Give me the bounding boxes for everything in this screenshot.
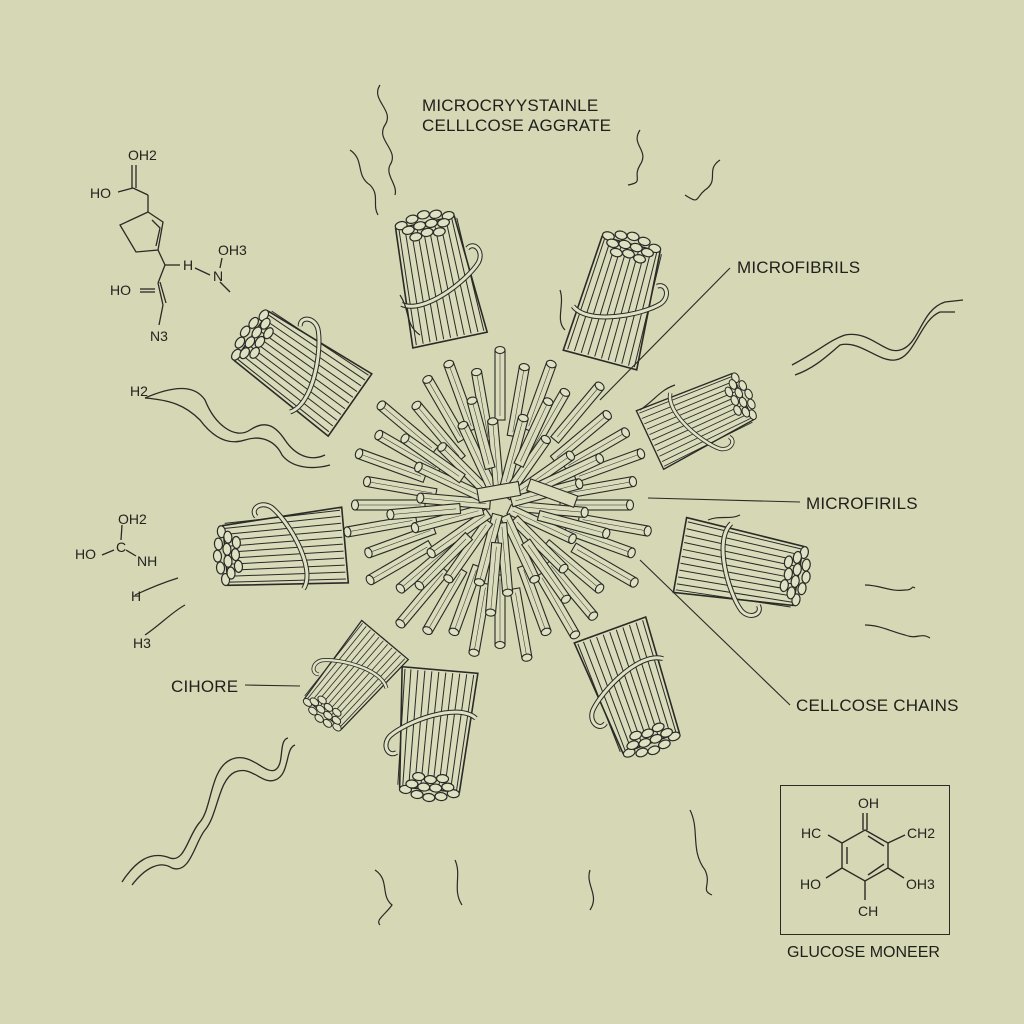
helix-label-h2: H2 bbox=[130, 383, 148, 399]
chem-h-bridge: H bbox=[183, 257, 194, 273]
chem-oh3: OH3 bbox=[218, 242, 247, 258]
helix-label-h1: H bbox=[131, 588, 142, 604]
leader-lines bbox=[244, 267, 801, 706]
glucose-caption: GLUCOSE MONEER bbox=[787, 944, 940, 961]
glucose-ch: CH bbox=[858, 903, 879, 919]
bundle-bottom-left-small bbox=[288, 616, 409, 742]
bundle-top-right bbox=[561, 222, 680, 372]
molecule-top-left-bonds bbox=[117, 165, 231, 326]
chem-c: C bbox=[116, 539, 127, 555]
chem-ho-left: HO bbox=[90, 185, 111, 201]
glucose-ch2: CH2 bbox=[907, 825, 936, 841]
helix-ribbon-left bbox=[144, 387, 331, 469]
small-helices bbox=[134, 84, 931, 926]
label-microfibrils-upper: MICROFIBRILS bbox=[737, 258, 861, 277]
helix-label-h3: H3 bbox=[133, 635, 151, 651]
bundle-left-upper bbox=[219, 291, 377, 438]
glucose-oh-top: OH bbox=[858, 795, 879, 811]
bundle-right-mid bbox=[672, 516, 817, 625]
glucose-hc: HC bbox=[801, 825, 822, 841]
glucose-ho: HO bbox=[800, 876, 821, 892]
bundle-left-mid bbox=[209, 498, 348, 596]
chem-n3: N3 bbox=[150, 328, 168, 344]
helix-ribbon-right bbox=[791, 299, 964, 376]
diagram-title: MICROCRYYSTAINLE CELLLCOSE AGGRATE bbox=[422, 96, 611, 137]
glucose-oh3: OH3 bbox=[906, 876, 935, 892]
chem-n: N bbox=[213, 268, 224, 284]
glucose-monomer-box bbox=[780, 785, 950, 935]
title-line-1: MICROCRYYSTAINLE bbox=[422, 96, 599, 115]
chem-oh2-top: OH2 bbox=[128, 147, 157, 163]
label-cihore: CIHORE bbox=[171, 677, 239, 696]
chem-ho: HO bbox=[75, 546, 96, 562]
bundle-right-upper bbox=[636, 362, 769, 477]
chem-oh2: OH2 bbox=[118, 511, 147, 527]
glucose-ring-bonds bbox=[825, 813, 906, 900]
molecule-left-mid-bonds bbox=[101, 524, 137, 557]
helix-ribbon-bottom-left bbox=[121, 737, 296, 886]
bundle-bottom-right bbox=[566, 616, 693, 770]
bundle-top-left bbox=[383, 201, 496, 348]
central-aggregate bbox=[342, 345, 653, 663]
title-line-2: CELLLCOSE AGGRATE bbox=[422, 116, 612, 136]
chem-nh: NH bbox=[137, 553, 158, 569]
label-microfibrils-right: MICROFIRILS bbox=[806, 494, 918, 513]
label-cellulose-chains: CELLCOSE CHAINS bbox=[796, 696, 959, 715]
chem-ho-lower: HO bbox=[110, 282, 131, 298]
bundle-bottom-center bbox=[381, 666, 479, 805]
